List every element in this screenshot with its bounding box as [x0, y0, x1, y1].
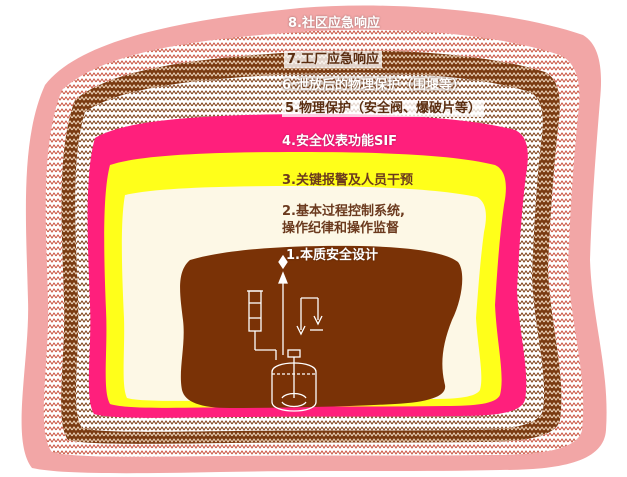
vent-arrow-icon [278, 271, 288, 284]
layer-3-label: 3.关键报警及人员干预 [282, 173, 413, 188]
layer-8-label: 8.社区应急响应 [288, 16, 380, 31]
relief-valve-icon [278, 254, 288, 270]
layer-5-label: 5.物理保护（安全阀、爆破片等） [282, 100, 484, 117]
reactor-vessel-icon [271, 362, 317, 412]
layer-2-label-line-2: 操作纪律和操作监督 [282, 221, 400, 236]
layer-1-label: 1.本质安全设计 [286, 248, 378, 263]
layer-2-label-line-1: 2.基本过程控制系统, [282, 204, 405, 219]
layer-6-label: 6.泄放后的物理保护（围堰等） [282, 78, 465, 93]
layer-4-label: 4.安全仪表功能SIF [282, 134, 398, 149]
layer-7-label: 7.工厂应急响应 [284, 51, 382, 68]
layer-1-inherent-safety [180, 245, 463, 408]
process-equipment-icon [247, 254, 323, 412]
